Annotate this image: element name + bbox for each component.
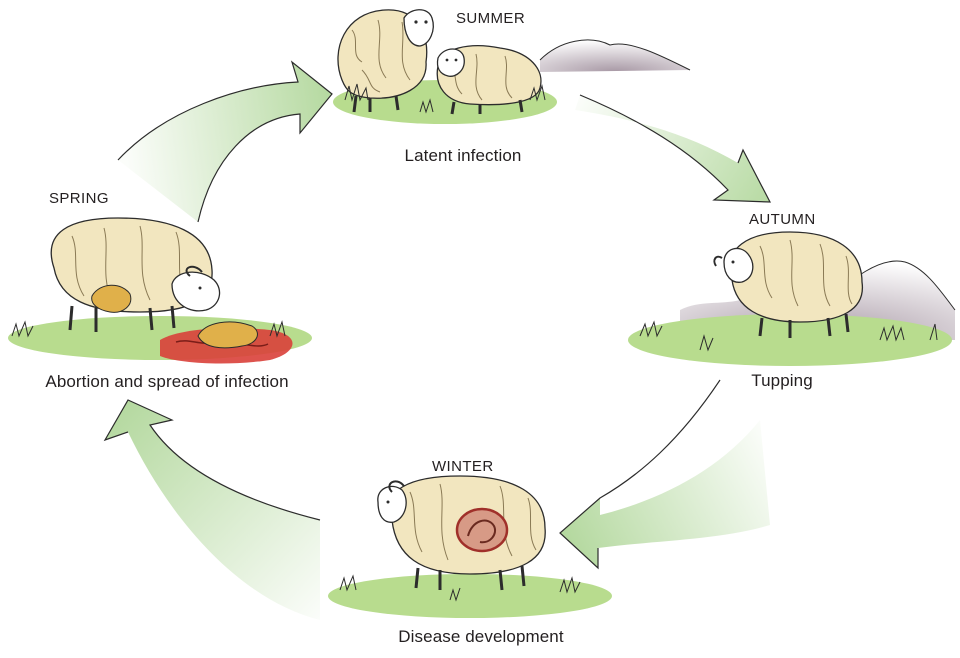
season-label-winter: WINTER: [432, 458, 494, 475]
ram-autumn: [713, 231, 863, 338]
stage-label-spring: Abortion and spread of infection: [45, 372, 289, 391]
arrow-winter-to-spring: [103, 399, 321, 620]
hill-summer: [540, 40, 690, 72]
winter-scene: [328, 475, 612, 618]
summer-scene: [333, 9, 691, 124]
lamb-summer: [436, 45, 542, 115]
arrow-autumn-to-winter: [559, 379, 770, 570]
stage-label-winter: Disease development: [398, 627, 564, 646]
spring-scene: [8, 217, 312, 364]
pregnant-ewe-winter: [377, 475, 546, 591]
season-label-spring: SPRING: [49, 190, 109, 207]
aborted-lamb: [197, 321, 258, 349]
autumn-scene: [628, 231, 956, 366]
adult-sheep-summer: [337, 9, 434, 113]
ewe-spring: [50, 217, 221, 332]
grass-patch-winter: [328, 574, 612, 618]
foetus-in-womb: [455, 507, 509, 553]
arrow-spring-to-summer: [117, 60, 333, 223]
newborn-lamb: [91, 284, 132, 313]
season-label-autumn: AUTUMN: [749, 211, 816, 228]
grass-patch-autumn: [628, 314, 952, 366]
season-label-summer: SUMMER: [456, 10, 526, 27]
arrow-summer-to-autumn: [575, 94, 772, 203]
stage-label-autumn: Tupping: [751, 371, 813, 390]
stage-label-summer: Latent infection: [404, 146, 522, 165]
